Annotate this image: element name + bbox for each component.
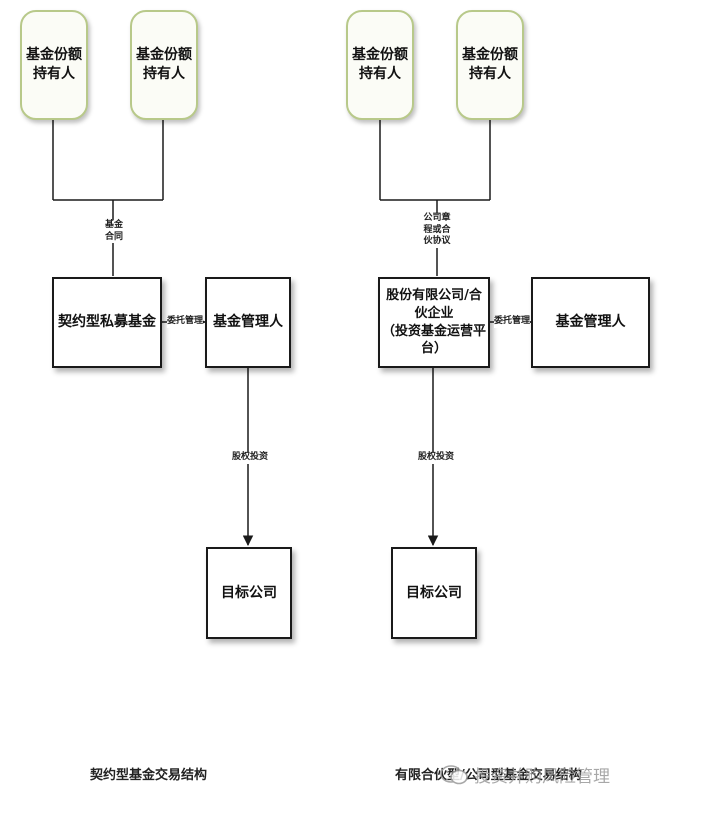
right-fund-holder-2: 基金份额 持有人 [456, 10, 524, 120]
left-invest-label: 股权投资 [232, 452, 269, 464]
watermark: 投资并购风险管理 [440, 762, 610, 787]
right-target-company-box: 目标公司 [391, 547, 477, 639]
left-caption: 契约型基金交易结构 [90, 768, 208, 783]
left-fund-holder-1: 基金份额 持有人 [20, 10, 88, 120]
right-invest-label: 股权投资 [418, 452, 455, 464]
right-entrust-label: 委托管理 [494, 316, 531, 328]
right-fund-holder-1: 基金份额 持有人 [346, 10, 414, 120]
right-manager-box: 基金管理人 [531, 277, 650, 368]
left-fund-holder-2: 基金份额 持有人 [130, 10, 198, 120]
left-contract-fund-box: 契约型私募基金 [52, 277, 162, 368]
left-entrust-label: 委托管理 [167, 316, 204, 328]
right-company-fund-box: 股份有限公司/合伙企业 （投资基金运营平台） [378, 277, 490, 368]
left-manager-box: 基金管理人 [205, 277, 291, 368]
left-contract-label: 基金 合同 [101, 220, 127, 244]
watermark-text: 投资并购风险管理 [474, 767, 610, 787]
left-target-company-box: 目标公司 [206, 547, 292, 639]
right-agreement-label: 公司章 程或合 伙协议 [422, 213, 452, 249]
wechat-icon [440, 764, 468, 784]
